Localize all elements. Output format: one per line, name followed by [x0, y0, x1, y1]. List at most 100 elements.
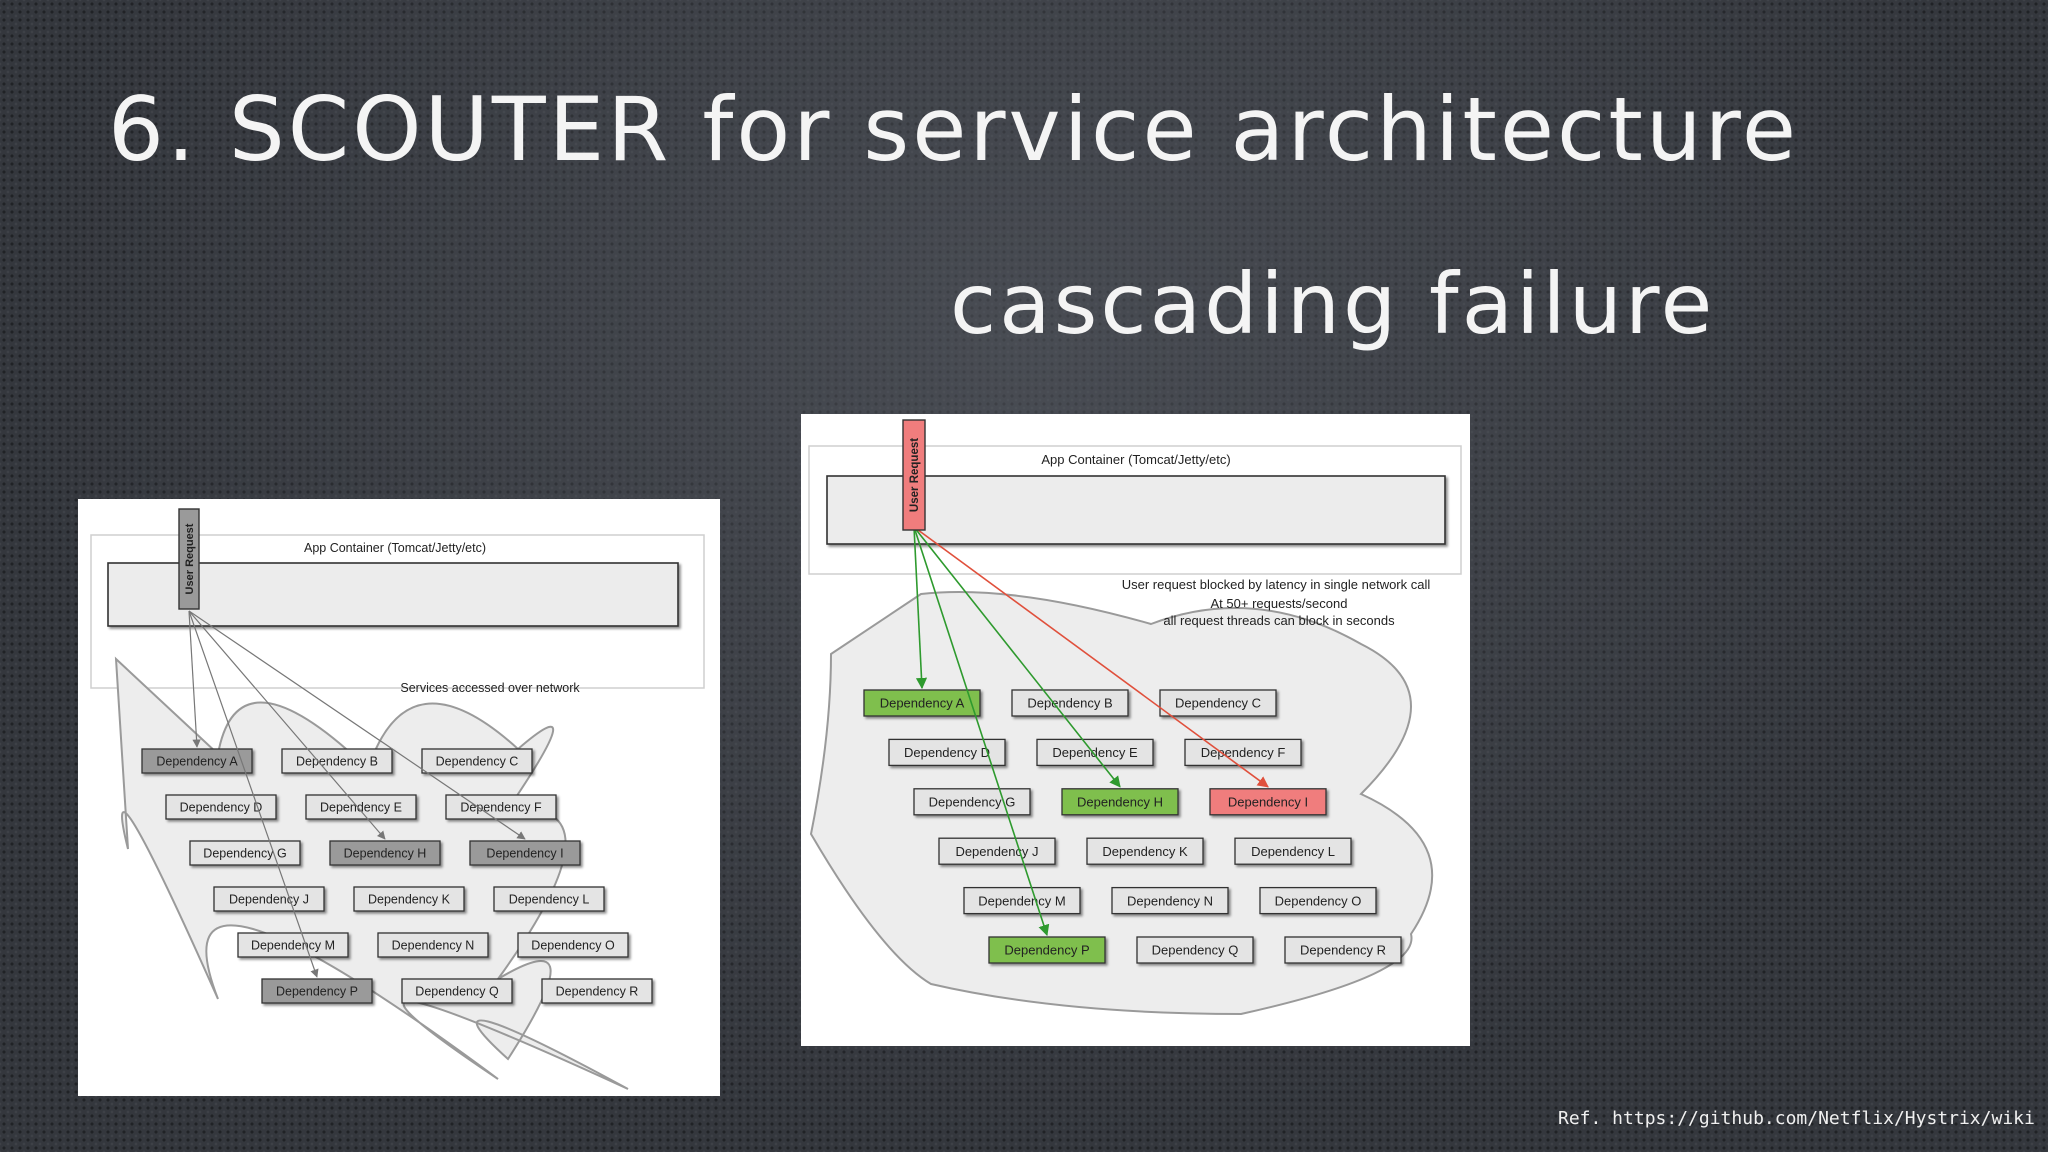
dependency-label: Dependency L — [1251, 844, 1335, 859]
dependency-box — [1036, 738, 1154, 767]
dependency-label: Dependency C — [1175, 696, 1261, 711]
app-container-label: App Container (Tomcat/Jetty/etc) — [304, 541, 486, 555]
dependency-i: Dependency I — [1209, 788, 1327, 816]
dependency-box — [938, 837, 1056, 865]
dependency-box — [141, 748, 253, 774]
dependency-b: Dependency B — [1011, 689, 1129, 717]
dependency-q: Dependency Q — [401, 978, 513, 1004]
request-arrow-neutral — [188, 610, 319, 978]
dependency-label: Dependency Q — [415, 985, 499, 999]
dependency-label: Dependency N — [392, 939, 475, 953]
dependency-d: Dependency D — [888, 738, 1006, 767]
dependency-label: Dependency G — [203, 847, 286, 861]
dependency-n: Dependency N — [1111, 886, 1229, 915]
dependency-label: Dependency M — [978, 893, 1065, 908]
dependency-label: Dependency I — [486, 847, 563, 861]
dependency-box — [493, 886, 605, 912]
diagram-note: all request threads can block in seconds — [1163, 613, 1395, 628]
dependency-label: Dependency D — [180, 801, 263, 815]
dependency-o: Dependency O — [1259, 886, 1377, 915]
dependency-a: Dependency A — [863, 689, 981, 717]
dependency-label: Dependency H — [344, 847, 427, 861]
dependency-label: Dependency E — [1052, 745, 1138, 760]
dependency-box — [1086, 837, 1204, 865]
dependency-label: Dependency J — [955, 844, 1038, 859]
dependency-box — [281, 748, 393, 774]
dependency-b: Dependency B — [281, 748, 393, 774]
dependency-q: Dependency Q — [1136, 936, 1254, 964]
dependency-box — [469, 840, 581, 866]
dependency-label: Dependency O — [531, 939, 615, 953]
slide-title: 6. SCOUTER for service architecture — [108, 78, 1800, 181]
dependency-box — [1061, 788, 1179, 816]
dependency-box — [517, 932, 629, 958]
dependency-o: Dependency O — [517, 932, 629, 958]
dependency-label: Dependency J — [229, 893, 309, 907]
dependency-g: Dependency G — [189, 840, 301, 866]
dependency-box — [401, 978, 513, 1004]
dependency-j: Dependency J — [213, 886, 325, 912]
dependency-box — [1234, 837, 1352, 865]
dependency-box — [888, 738, 1006, 767]
dependency-a: Dependency A — [141, 748, 253, 774]
dependency-m: Dependency M — [237, 932, 349, 958]
user-request-bar — [902, 419, 926, 531]
dependency-n: Dependency N — [377, 932, 489, 958]
normal-architecture-svg: App Container (Tomcat/Jetty/etc) Services… — [90, 508, 705, 1090]
dependency-label: Dependency N — [1127, 893, 1213, 908]
dependency-box — [1184, 738, 1302, 767]
dependency-label: Dependency F — [460, 801, 542, 815]
dependency-h: Dependency H — [1061, 788, 1179, 816]
dependency-box — [189, 840, 301, 866]
dependency-label: Dependency C — [436, 755, 519, 769]
dependency-d: Dependency D — [165, 794, 277, 820]
dependency-label: Dependency R — [1300, 943, 1386, 958]
dependency-box — [1011, 689, 1129, 717]
dependency-box — [1159, 689, 1277, 717]
dependency-label: Dependency P — [276, 985, 358, 999]
dependency-k: Dependency K — [353, 886, 465, 912]
dependency-label: Dependency I — [1228, 794, 1308, 809]
dependency-l: Dependency L — [493, 886, 605, 912]
dependency-box — [1209, 788, 1327, 816]
dependency-r: Dependency R — [541, 978, 653, 1004]
dependency-e: Dependency E — [1036, 738, 1154, 767]
slide-subtitle: cascading failure — [950, 255, 1716, 353]
dependency-label: Dependency E — [320, 801, 402, 815]
dependency-box — [1136, 936, 1254, 964]
dependency-p: Dependency P — [261, 978, 373, 1004]
dependency-box — [261, 978, 373, 1004]
dependency-c: Dependency C — [421, 748, 533, 774]
dependency-label: Dependency G — [929, 794, 1016, 809]
dependency-k: Dependency K — [1086, 837, 1204, 865]
dependency-box — [237, 932, 349, 958]
dependency-box — [1111, 886, 1229, 915]
dependency-label: Dependency K — [1102, 844, 1188, 859]
reference-link[interactable]: Ref. https://github.com/Netflix/Hystrix/… — [1558, 1108, 2035, 1129]
dependency-l: Dependency L — [1234, 837, 1352, 865]
cascading-failure-diagram: App Container (Tomcat/Jetty/etc)User req… — [801, 414, 1470, 1046]
dependency-m: Dependency M — [963, 886, 1081, 915]
request-arrow-healthy — [913, 526, 1050, 937]
dependency-box — [1284, 936, 1402, 964]
dependency-r: Dependency R — [1284, 936, 1402, 964]
dependency-label: Dependency F — [1201, 745, 1286, 760]
dependency-box — [863, 689, 981, 717]
diagram-note: User request blocked by latency in singl… — [1122, 577, 1431, 592]
request-arrow-failing — [913, 526, 1269, 788]
dependency-e: Dependency E — [305, 794, 417, 820]
dependency-box — [329, 840, 441, 866]
request-arrow-neutral — [188, 610, 386, 840]
network-cloud — [114, 656, 629, 1090]
user-request-label: User Request — [184, 523, 196, 594]
dependency-j: Dependency J — [938, 837, 1056, 865]
dependency-box — [421, 748, 533, 774]
diagram-note: At 50+ requests/second — [1211, 596, 1348, 611]
dependency-g: Dependency G — [913, 788, 1031, 816]
diagram-note: Services accessed over network — [400, 681, 580, 695]
request-arrow-neutral — [188, 610, 201, 748]
dependency-box — [541, 978, 653, 1004]
dependency-box — [445, 794, 557, 820]
dependency-label: Dependency O — [1275, 893, 1362, 908]
dependency-label: Dependency K — [368, 893, 451, 907]
